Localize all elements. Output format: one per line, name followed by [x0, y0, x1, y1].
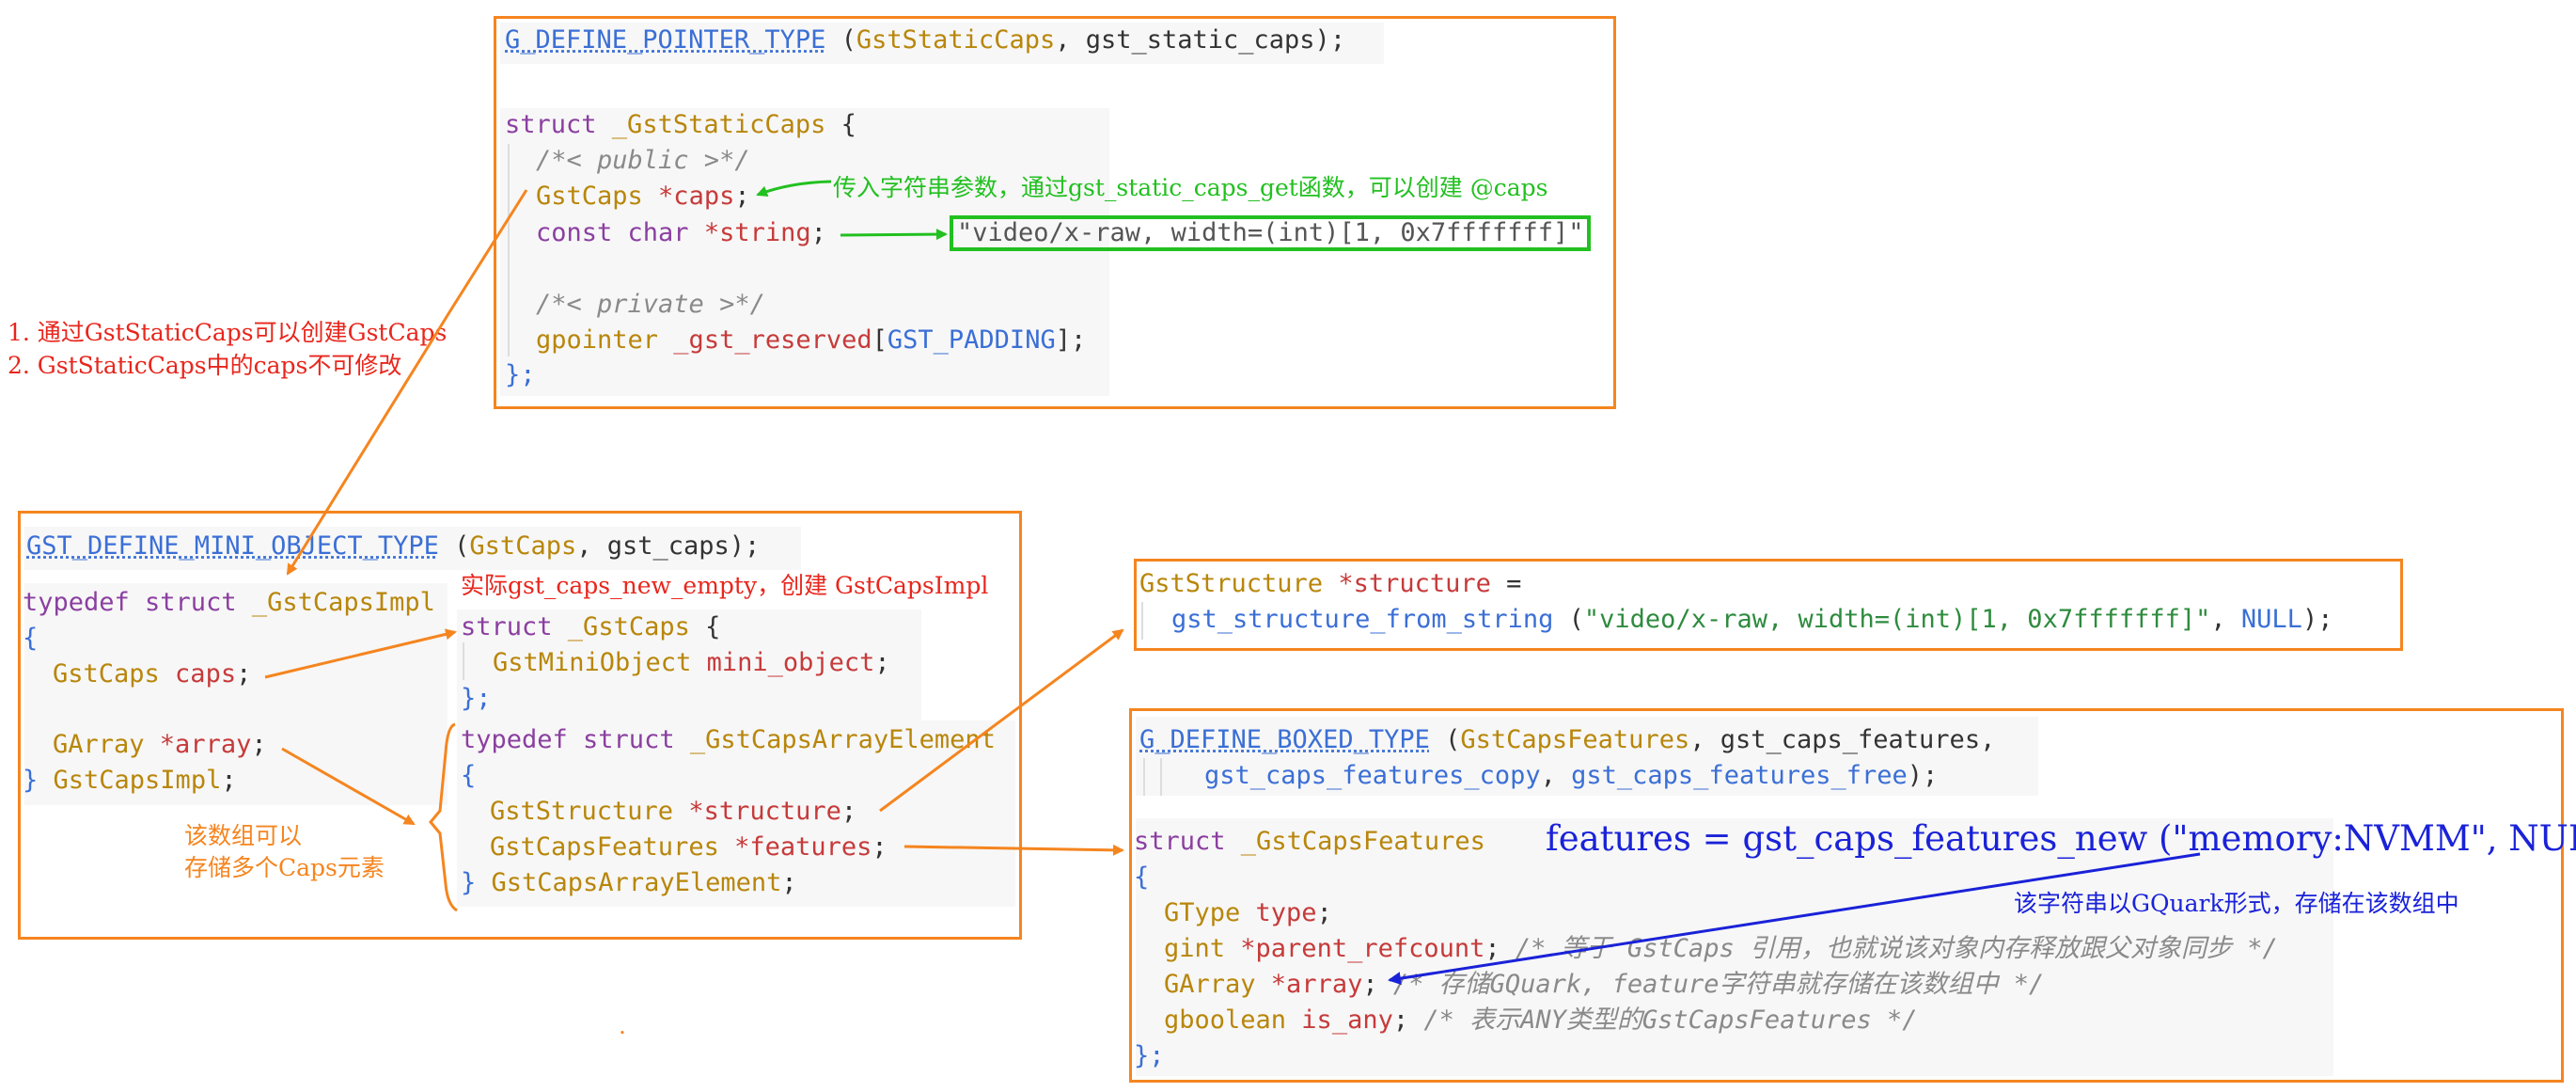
left-note-1: 1. 通过GstStaticCaps可以创建GstCaps: [8, 319, 448, 346]
features-code-bg-2: [1136, 818, 2333, 1076]
arrow-structure-to-box: [879, 628, 1124, 813]
caps-line-3: {: [23, 624, 39, 653]
arrow-features-to-box: [903, 844, 1124, 856]
features-line-3: struct _GstCapsFeatures: [1134, 827, 1485, 856]
arrow-static-caps-to-impl: [286, 189, 528, 576]
static-caps-code-bg-2: [500, 108, 1109, 396]
caps-right-line-6: GstStructure *structure;: [490, 797, 857, 826]
static-caps-line-4: GstCaps *caps;: [536, 182, 750, 211]
caps-struct-indent-guide: [463, 642, 464, 680]
static-caps-indent-guide: [508, 144, 510, 356]
caps-code-bg-3: [457, 609, 921, 720]
caps-line-4: GstCaps caps;: [53, 659, 252, 688]
structure-line-2: gst_structure_from_string ("video/x-raw,…: [1171, 605, 2333, 634]
caps-line-2: typedef struct _GstCapsImpl: [23, 588, 435, 617]
caps-code-bg-1: [24, 527, 801, 570]
static-caps-box: [494, 16, 1616, 409]
array-note-1: 该数组可以: [184, 822, 303, 849]
caps-code-bg-2: [24, 583, 448, 805]
caps-right-line-2: GstMiniObject mini_object;: [493, 648, 890, 677]
features-indent-guide-2: [1160, 758, 1162, 796]
features-line-8: gboolean is_any; /* 表示ANY类型的GstCapsFeatu…: [1164, 1005, 1918, 1035]
caps-right-line-5: {: [461, 761, 477, 790]
macro-name: GST_DEFINE_MINI_OBJECT_TYPE: [26, 531, 439, 561]
static-caps-line-3: /*< public >*/: [536, 146, 750, 175]
features-line-6: gint *parent_refcount; /* 等于 GstCaps 引用，…: [1164, 934, 2278, 963]
static-caps-line-7: gpointer _gst_reserved[GST_PADDING];: [536, 325, 1087, 355]
caps-box: [18, 511, 1022, 940]
static-caps-line-6: /*< private >*/: [536, 290, 765, 319]
caps-right-line-7: GstCapsFeatures *features;: [490, 832, 887, 862]
structure-box: [1134, 559, 2403, 651]
static-caps-code-bg-1: [500, 23, 1384, 64]
features-line-5: GType type;: [1164, 898, 1332, 927]
structure-line-1: GstStructure *structure =: [1139, 569, 1522, 598]
arrow-annotation-to-caps: [756, 180, 832, 198]
features-line-1: G_DEFINE_BOXED_TYPE (GstCapsFeatures, gs…: [1139, 725, 1996, 754]
caps-impl-annotation: 实际gst_caps_new_empty，创建 GstCapsImpl: [461, 572, 989, 599]
features-box: [1129, 708, 2564, 1083]
static-caps-line-8: };: [505, 360, 536, 389]
structure-indent-guide: [1141, 602, 1143, 640]
static-caps-annotation: 传入字符串参数，通过gst_static_caps_get函数，可以创建 @ca…: [833, 174, 1548, 201]
stray-dot: .: [619, 1012, 626, 1039]
caps-line-6: } GstCapsImpl;: [23, 766, 237, 795]
features-indent-guide-1: [1143, 758, 1145, 796]
features-line-9: };: [1134, 1041, 1165, 1070]
features-line-4: {: [1134, 863, 1150, 892]
static-caps-line-2: struct _GstStaticCaps {: [505, 110, 856, 139]
features-code-bg-1: [1136, 717, 2038, 796]
caps-right-line-3: };: [461, 684, 492, 713]
features-code-note: features = gst_caps_features_new ("memor…: [1546, 818, 2576, 859]
array-element-brace: [429, 722, 458, 912]
caps-code-bg-4: [457, 720, 1015, 907]
arrow-string-to-value: [840, 229, 948, 241]
static-caps-line-1: G_DEFINE_POINTER_TYPE (GstStaticCaps, gs…: [505, 25, 1346, 55]
caps-right-line-4: typedef struct _GstCapsArrayElement: [461, 725, 996, 754]
arrow-array-to-element: [281, 747, 416, 826]
array-note-2: 存储多个Caps元素: [184, 854, 385, 881]
features-array-annotation: 该字符串以GQuark形式，存储在该数组中: [2014, 890, 2459, 917]
caps-line-5: GArray *array;: [53, 730, 267, 759]
caps-right-line-1: struct _GstCaps {: [461, 612, 721, 641]
caps-line-1: GST_DEFINE_MINI_OBJECT_TYPE (GstCaps, gs…: [26, 531, 761, 561]
left-note-2: 2. GstStaticCaps中的caps不可修改: [8, 352, 402, 379]
arrow-caps-to-gstcaps: [264, 628, 457, 679]
features-line-2: gst_caps_features_copy, gst_caps_feature…: [1204, 761, 1939, 790]
caps-right-line-8: } GstCapsArrayElement;: [461, 868, 797, 897]
static-caps-line-5: const char *string;: [536, 218, 826, 247]
macro-name: G_DEFINE_BOXED_TYPE: [1139, 725, 1430, 754]
static-caps-string-value: "video/x-raw, width=(int)[1, 0x7fffffff]…: [950, 215, 1592, 251]
macro-name: G_DEFINE_POINTER_TYPE: [505, 25, 826, 55]
arrow-string-to-array: [1388, 852, 2201, 986]
